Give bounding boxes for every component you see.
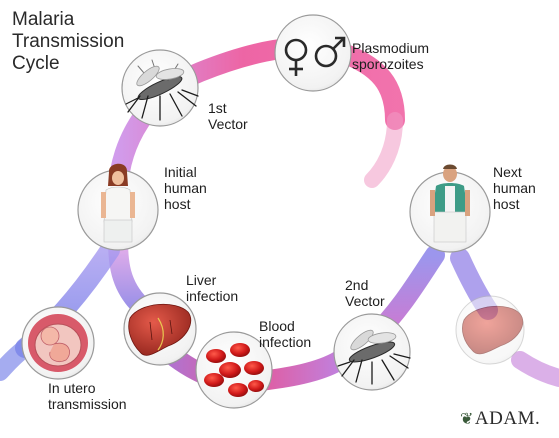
second-vector-node — [334, 314, 410, 390]
utero-label-line-2: transmission — [48, 396, 127, 412]
liver-label: Liver infection — [186, 272, 238, 304]
utero-label-line-1: In utero — [48, 380, 127, 396]
plasmodium-label-line-2: sporozoites — [352, 56, 429, 72]
plasmodium-node — [275, 15, 351, 91]
second-vector-label-line-1: 2nd — [345, 277, 385, 293]
second-vector-label-line-2: Vector — [345, 293, 385, 309]
initial-host-label: Initial human host — [164, 164, 207, 212]
plasmodium-label: Plasmodium sporozoites — [352, 40, 429, 72]
first-vector-label-line-1: 1st — [208, 100, 248, 116]
title-line-3: Cycle — [12, 53, 124, 75]
first-vector-label: 1st Vector — [208, 100, 248, 132]
next-host-label-line-1: Next — [493, 164, 536, 180]
first-vector-label-line-2: Vector — [208, 116, 248, 132]
next-host-label-line-3: host — [493, 196, 536, 212]
blood-label-line-2: infection — [259, 334, 311, 350]
blood-label: Blood infection — [259, 318, 311, 350]
blood-label-line-1: Blood — [259, 318, 311, 334]
next-liver-node — [456, 296, 524, 364]
initial-host-label-line-1: Initial — [164, 164, 207, 180]
diagram-title: Malaria Transmission Cycle — [12, 9, 124, 75]
utero-label: In utero transmission — [48, 380, 127, 412]
logo-text: ADAM. — [475, 408, 540, 429]
second-vector-label: 2nd Vector — [345, 277, 385, 309]
initial-host-label-line-3: host — [164, 196, 207, 212]
adam-logo: ❦ADAM. — [460, 408, 540, 430]
liver-label-line-2: infection — [186, 288, 238, 304]
fetus-icon — [28, 314, 88, 372]
next-host-label-line-2: human — [493, 180, 536, 196]
next-host-label: Next human host — [493, 164, 536, 212]
title-line-2: Transmission — [12, 31, 124, 53]
leaf-icon: ❦ — [460, 411, 474, 428]
title-line-1: Malaria — [12, 9, 124, 31]
utero-node — [22, 307, 94, 379]
liver-label-line-1: Liver — [186, 272, 238, 288]
first-vector-node — [122, 50, 198, 126]
initial-host-node — [78, 164, 158, 250]
initial-host-label-line-2: human — [164, 180, 207, 196]
plasmodium-label-line-1: Plasmodium — [352, 40, 429, 56]
next-host-node — [410, 165, 490, 253]
